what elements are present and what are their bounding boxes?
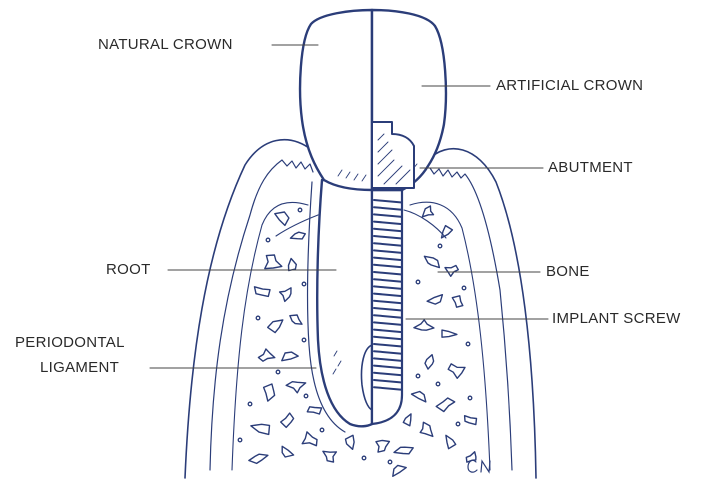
label-artificial-crown: ARTIFICIAL CROWN	[496, 74, 643, 98]
bone-pore	[286, 382, 306, 393]
bone-pore	[442, 330, 457, 337]
bone-speck	[276, 370, 280, 374]
bone-pore	[422, 206, 433, 217]
bone-pore	[452, 296, 463, 307]
bone-pore	[264, 384, 275, 401]
bone-pore	[307, 407, 321, 414]
bone-speck	[438, 244, 442, 248]
bone-speck	[436, 382, 440, 386]
bone-pore	[290, 315, 302, 324]
alveolar-crest-right	[404, 210, 446, 238]
bone-speck	[466, 342, 470, 346]
label-implant-screw: IMPLANT SCREW	[552, 307, 681, 331]
bone-pore	[427, 295, 442, 304]
bone-speck	[468, 396, 472, 400]
bone-pore	[290, 232, 305, 239]
bone-pore	[258, 349, 274, 361]
bone-pore	[403, 414, 411, 426]
bone-pore	[394, 447, 413, 454]
artist-signature	[468, 460, 490, 472]
bone-pore	[280, 288, 291, 302]
bone-pore	[251, 424, 270, 434]
bone-pore	[376, 440, 389, 452]
bone-speck	[266, 238, 270, 242]
bone-pore	[393, 465, 406, 476]
bone-pore	[282, 446, 293, 457]
label-ligament: LIGAMENT	[40, 356, 119, 380]
bone-pore	[420, 422, 433, 436]
bone-pore	[424, 256, 439, 267]
bone-speck	[320, 428, 324, 432]
bone-pore	[446, 435, 456, 448]
bone-pore	[448, 364, 465, 378]
bone-pore	[323, 451, 337, 462]
label-periodontal: PERIODONTAL	[15, 331, 125, 355]
bone-speck	[416, 280, 420, 284]
bone-speck	[302, 282, 306, 286]
bone-speck	[304, 394, 308, 398]
bone-pore	[436, 398, 455, 412]
bone-pore	[425, 355, 434, 369]
bone-speck	[302, 338, 306, 342]
bone-pore	[442, 226, 453, 238]
bone-pore	[275, 212, 289, 225]
bone-pore	[302, 432, 317, 446]
bone-speck	[416, 374, 420, 378]
cancellous-bone-left	[232, 202, 308, 470]
bone-speck	[298, 208, 302, 212]
bone-pore	[412, 392, 426, 402]
label-natural-crown: NATURAL CROWN	[98, 33, 233, 57]
bone-pore	[255, 287, 271, 297]
natural-crown	[300, 10, 372, 190]
bone-speck	[238, 438, 242, 442]
bone-speck	[362, 456, 366, 460]
bone-pore	[465, 416, 477, 425]
natural-root	[317, 180, 372, 426]
bone-pore	[249, 454, 268, 463]
bone-pore	[289, 259, 297, 271]
bone-pore	[414, 320, 434, 330]
bone-pore	[265, 255, 282, 269]
bone-pore	[281, 413, 294, 427]
label-root: ROOT	[106, 258, 151, 282]
bone-speck	[256, 316, 260, 320]
bone-speck	[248, 402, 252, 406]
bone-pore	[268, 320, 283, 333]
label-abutment: ABUTMENT	[548, 156, 633, 180]
bone-speck	[388, 460, 392, 464]
label-bone: BONE	[546, 260, 590, 284]
bone-pore	[445, 266, 458, 277]
bone-pore	[346, 435, 355, 449]
bone-speck	[456, 422, 460, 426]
bone-speck	[462, 286, 466, 290]
bone-pore	[282, 352, 298, 361]
